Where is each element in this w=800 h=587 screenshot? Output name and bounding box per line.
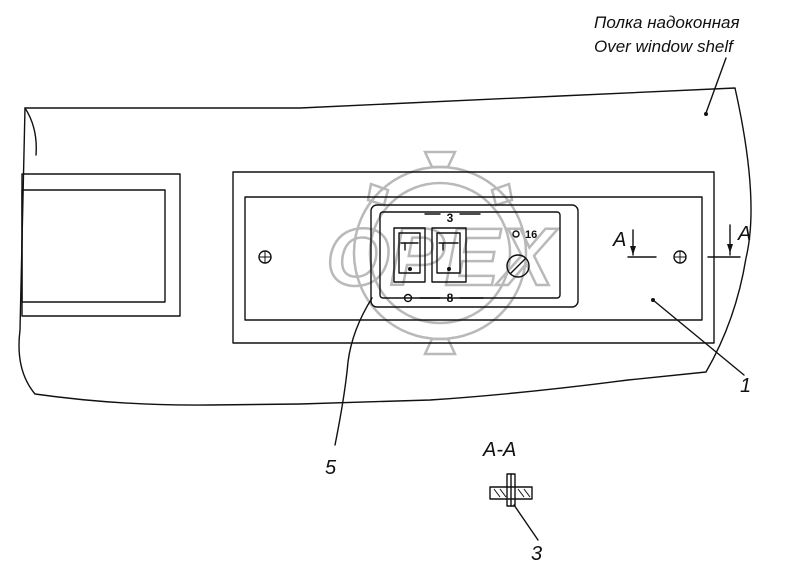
panel-plate <box>244 196 703 321</box>
panel-top-mark: 3 <box>447 211 454 225</box>
watermark-gear-inner <box>368 181 512 325</box>
control-panel: 3 16 0 8 <box>244 196 703 321</box>
shelf-label: Полка надоконная Over window shelf <box>594 13 740 116</box>
callout-1-label: 1 <box>740 375 751 397</box>
shelf-label-en: Over window shelf <box>594 37 735 56</box>
window-opening-outer <box>21 173 181 317</box>
switch-block-outer <box>370 204 579 308</box>
window-opening-inner <box>21 189 166 303</box>
watermark: OPEX <box>325 150 559 356</box>
callout-1: 1 <box>651 298 751 397</box>
watermark-gear-tooth-bottom <box>423 337 457 356</box>
section-mark-right: A <box>737 223 751 245</box>
section-mark-left: A <box>612 229 626 251</box>
watermark-text: OPEX <box>326 212 558 303</box>
section-detail: A-A 3 <box>482 439 542 565</box>
section-title: A-A <box>482 439 516 461</box>
shelf-label-ru: Полка надоконная <box>594 13 740 32</box>
section-marks: A A <box>612 223 751 258</box>
callout-5-label: 5 <box>325 457 337 479</box>
callout-3-label: 3 <box>531 543 542 565</box>
rocker-switch-1 <box>393 227 426 283</box>
rocker-switch-2 <box>431 227 467 283</box>
shelf-left-edge <box>24 107 37 156</box>
panel-bottom-mark-right: 8 <box>447 291 454 305</box>
watermark-gear-tooth-top <box>423 150 457 169</box>
rotary-knob-icon <box>506 254 530 278</box>
shelf-outline <box>18 87 752 406</box>
knob-mark: 16 <box>525 229 537 241</box>
callout-5: 5 <box>325 297 373 479</box>
